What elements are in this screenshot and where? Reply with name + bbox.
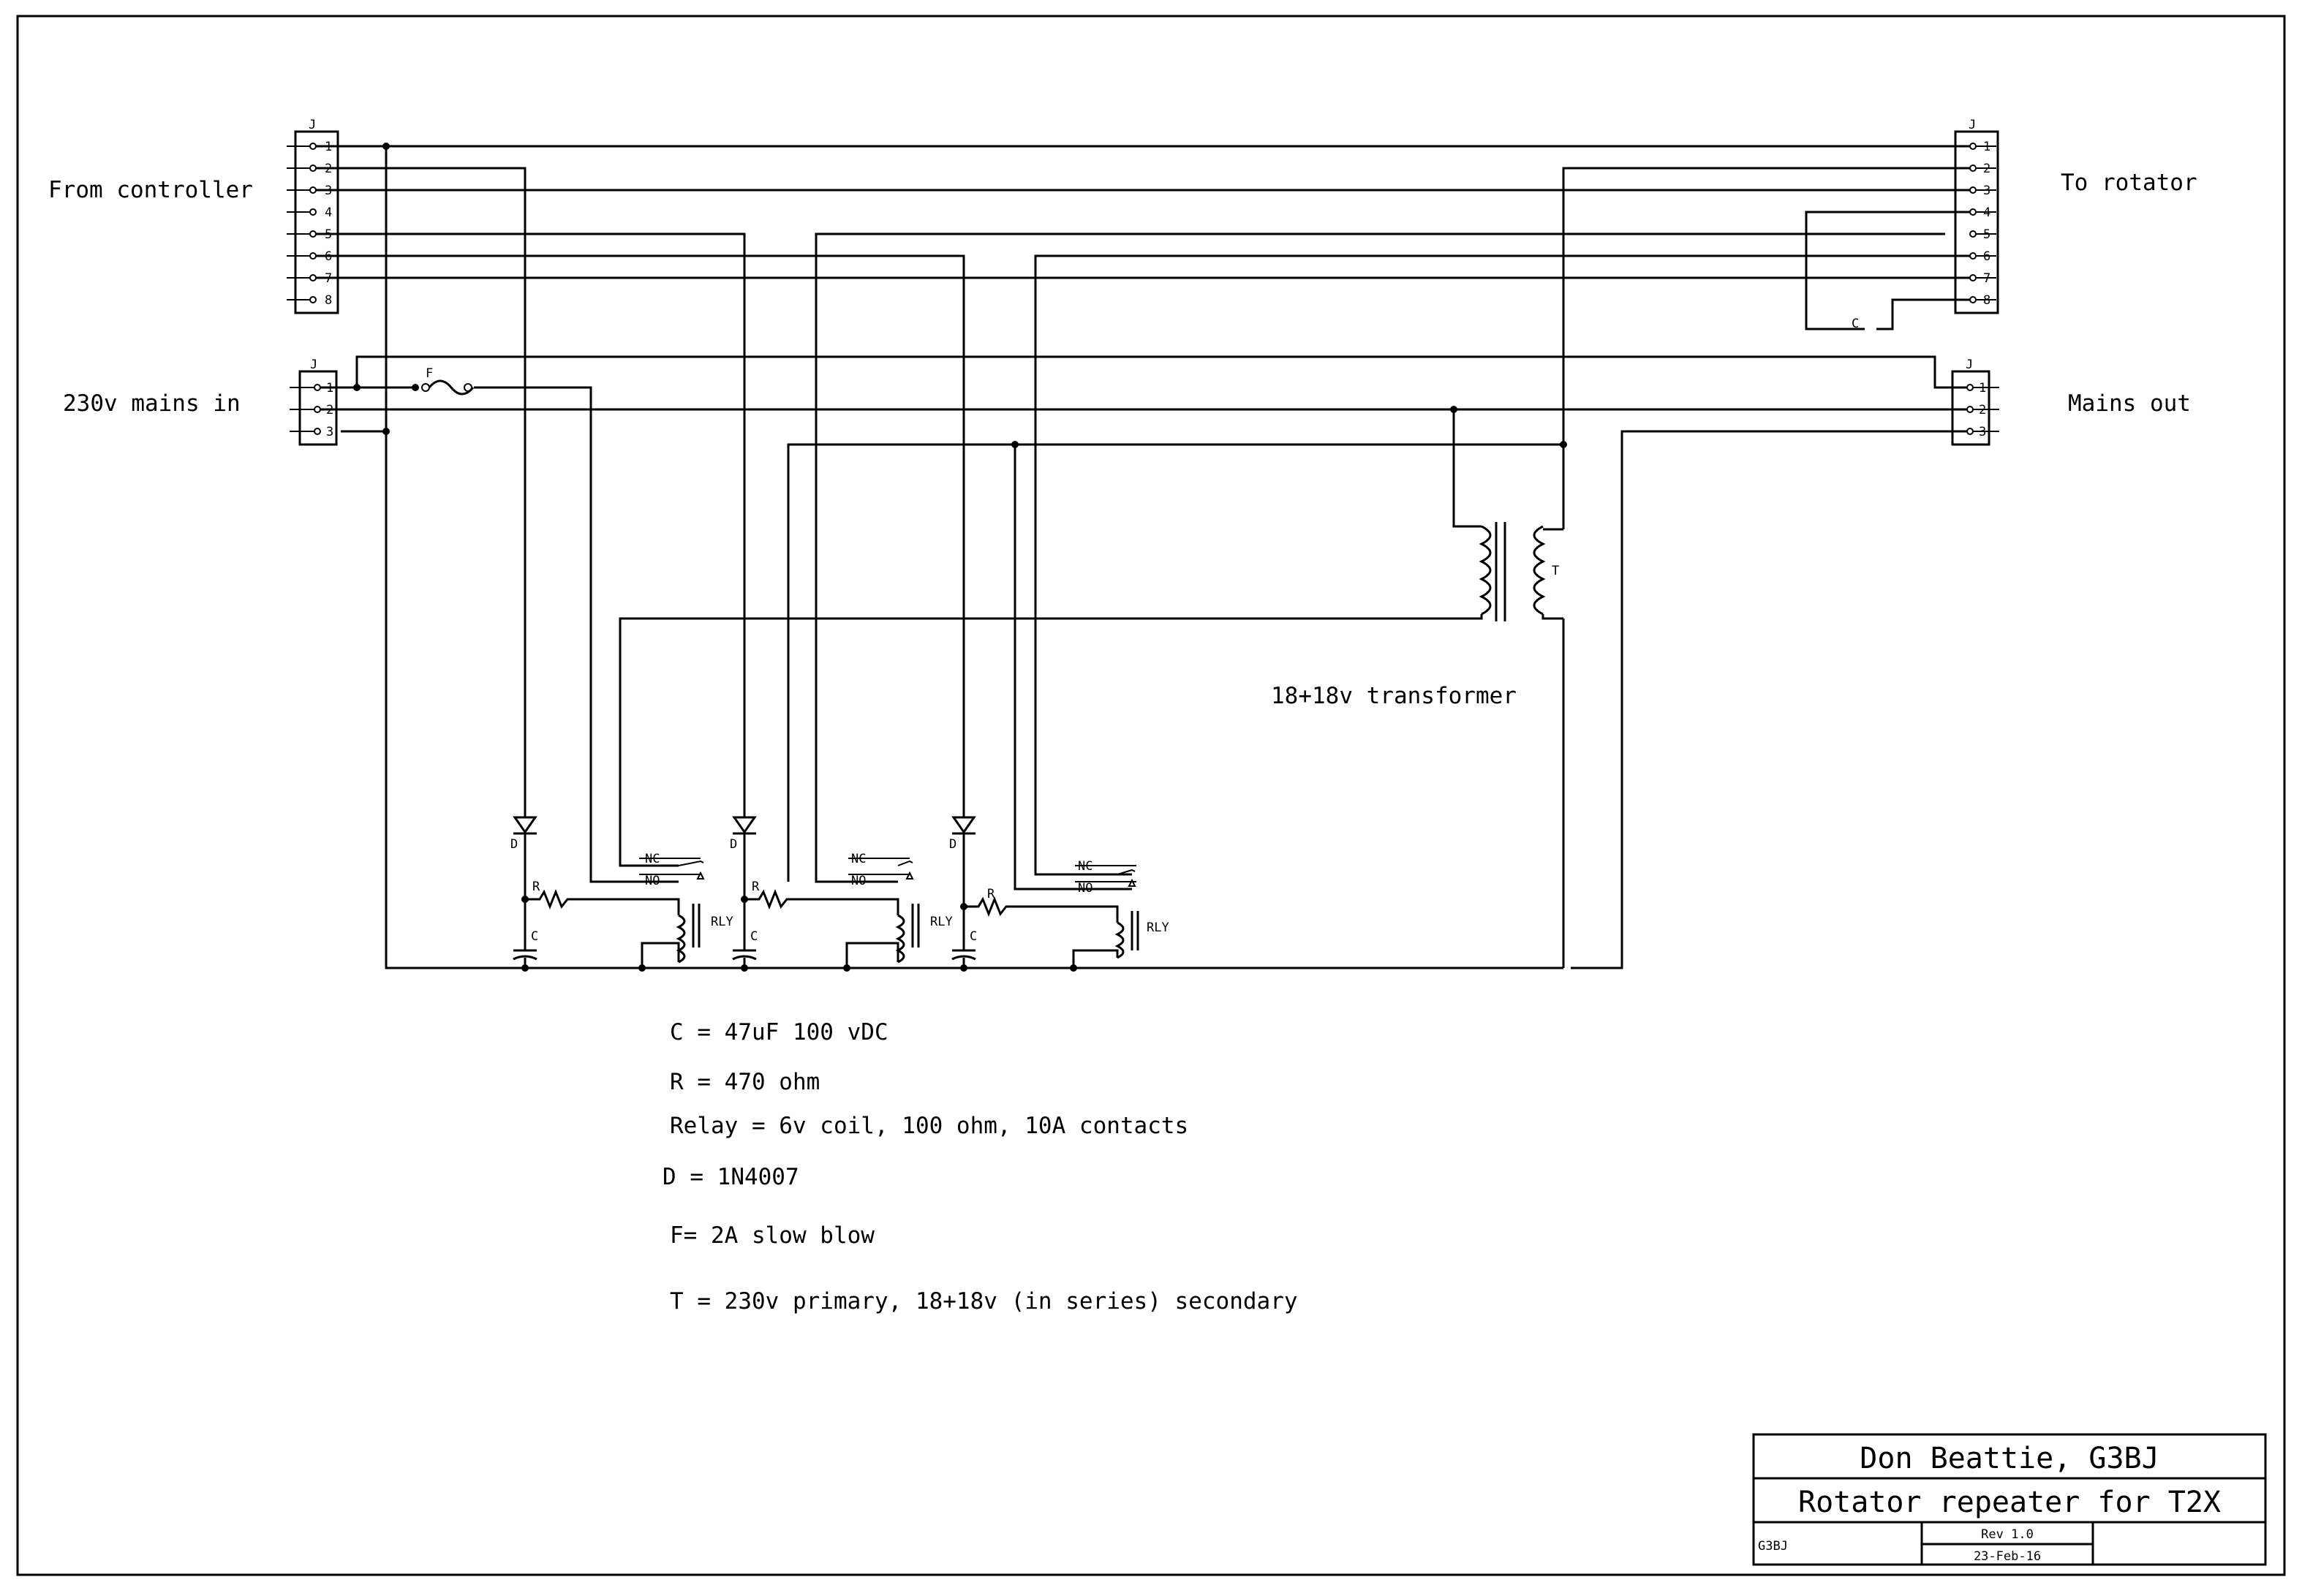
pin-num: 2 [326, 403, 333, 417]
ref-no3: NO [1078, 881, 1092, 896]
ref-r1: R [532, 880, 540, 894]
ref-nc2: NC [851, 852, 866, 866]
wires [316, 145, 1970, 969]
title-block: Don Beattie, G3BJ Rotator repeater for T… [1752, 1433, 2267, 1566]
title-name: Rotator repeater for T2X [1798, 1486, 2221, 1519]
pin-num: 6 [1983, 249, 1990, 264]
reference-designators: J J J J F T C D R C RLY NC NO D R C RLY … [309, 118, 1976, 944]
transformer-symbol [1454, 522, 1563, 621]
mains-in-label: 230v mains in [63, 390, 241, 417]
ref-j-controller: J [309, 118, 316, 132]
ref-rly2: RLY [930, 915, 953, 929]
ref-c3: C [970, 929, 977, 944]
pin-num: 3 [325, 184, 332, 198]
pin-num: 1 [1983, 140, 1990, 154]
connector-mains-in [298, 370, 338, 446]
pin-num: 4 [1983, 205, 1990, 220]
ref-transformer: T [1552, 564, 1559, 578]
note-transformer: T = 230v primary, 18+18v (in series) sec… [670, 1288, 1298, 1315]
driver-stage-1 [513, 816, 705, 968]
ref-j-rotator: J [1969, 118, 1976, 132]
to-rotator-label: To rotator [2061, 170, 2197, 196]
ref-c1: C [531, 929, 538, 944]
title-callsign: G3BJ [1758, 1539, 1788, 1554]
driver-stage-2 [732, 816, 920, 968]
pin-num: 8 [325, 293, 332, 308]
ref-j-mains-in: J [310, 358, 317, 372]
transformer-label: 18+18v transformer [1271, 683, 1517, 709]
pin-num: 1 [325, 140, 332, 154]
title-date: 23-Feb-16 [1974, 1549, 2041, 1564]
pin-num: 7 [325, 271, 332, 286]
pin-num: 3 [1979, 425, 1986, 439]
pin-num: 4 [325, 205, 332, 220]
ref-d2: D [730, 837, 737, 852]
pin-num: 2 [325, 162, 332, 176]
title-author: Don Beattie, G3BJ [1860, 1442, 2159, 1475]
pin-num: 5 [1983, 227, 1990, 242]
pin-num: 2 [1979, 403, 1986, 417]
connector-labels: From controller To rotator 230v mains in… [48, 170, 2197, 709]
pin-num: 5 [325, 227, 332, 242]
pin-num: 2 [1983, 162, 1990, 176]
component-notes: C = 47uF 100 vDC R = 470 ohm Relay = 6v … [663, 1019, 1298, 1315]
pin-num: 3 [326, 425, 333, 439]
ref-d1: D [510, 837, 518, 852]
ref-r2: R [752, 880, 760, 894]
pin-num: 1 [1979, 381, 1986, 396]
note-resistor: R = 470 ohm [670, 1069, 820, 1095]
pin-num: 7 [1983, 271, 1990, 286]
note-capacitor: C = 47uF 100 vDC [670, 1019, 888, 1045]
ref-nc1: NC [645, 852, 660, 866]
sheet-border [16, 15, 2286, 1576]
ref-d3: D [949, 837, 956, 852]
mains-in-pin-stubs [290, 384, 321, 435]
ref-nc3: NC [1078, 859, 1092, 874]
note-diode: D = 1N4007 [663, 1164, 799, 1190]
fuse-symbol [421, 379, 475, 396]
pin-num: 1 [326, 381, 333, 396]
controller-pin-stubs [287, 143, 317, 303]
ref-cap-rotator: C [1852, 317, 1859, 331]
ref-c2: C [750, 929, 758, 944]
pin-numbers: 1 2 3 4 5 6 7 8 1 2 3 4 5 6 7 8 1 2 3 1 … [325, 140, 1990, 439]
connector-mains-out [1951, 370, 1990, 446]
ref-no2: NO [851, 874, 866, 888]
mains-out-pin-stubs [1966, 384, 1999, 435]
driver-stage-3 [951, 816, 1139, 968]
mains-out-label: Mains out [2068, 390, 2191, 417]
junction-dots [353, 143, 1567, 972]
ref-r3: R [987, 887, 995, 901]
ref-rly3: RLY [1147, 920, 1169, 935]
ref-no1: NO [645, 874, 660, 888]
ref-rly1: RLY [711, 915, 733, 929]
rotator-pin-stubs [1969, 143, 1996, 303]
note-fuse: F= 2A slow blow [670, 1222, 875, 1249]
pin-num: 6 [325, 249, 332, 264]
from-controller-label: From controller [48, 177, 253, 203]
note-relay: Relay = 6v coil, 100 ohm, 10A contacts [670, 1113, 1188, 1139]
pin-num: 3 [1983, 184, 1990, 198]
pin-num: 8 [1983, 293, 1990, 308]
connector-from-controller [294, 130, 339, 314]
connector-to-rotator [1954, 130, 1999, 314]
ref-fuse: F [426, 366, 433, 381]
title-revision: Rev 1.0 [1981, 1527, 2034, 1542]
ref-j-mains-out: J [1966, 358, 1973, 372]
